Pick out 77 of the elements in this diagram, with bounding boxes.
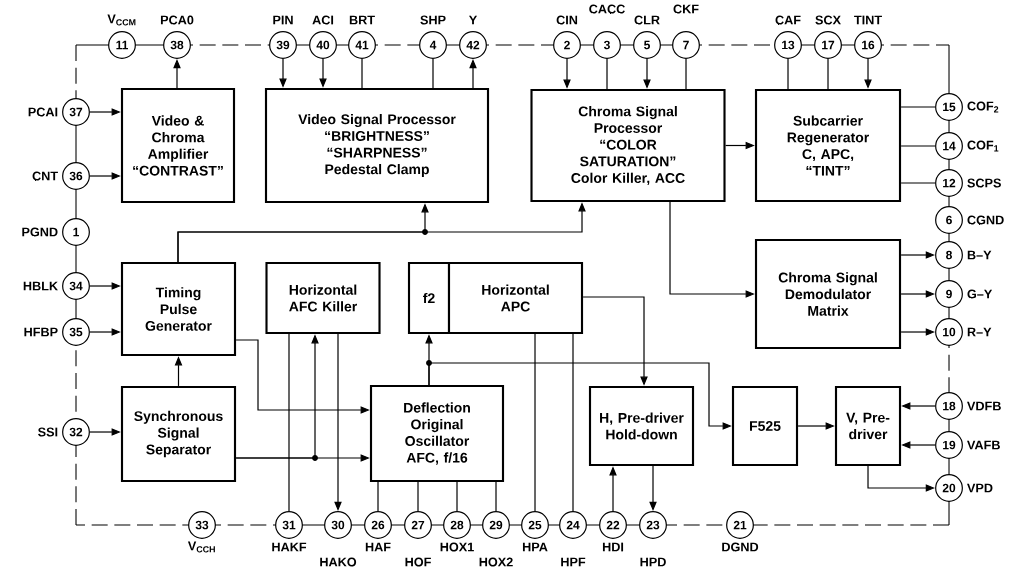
block-box: H, Pre-driver Hold-down	[588, 385, 695, 467]
pin-label: R–Y	[967, 327, 992, 337]
pin-label: HAF	[365, 542, 391, 552]
pin-label: HOX1	[440, 542, 474, 552]
block-box: Synchronous Signal Separator	[120, 385, 237, 483]
pin-label: HOX2	[479, 557, 513, 567]
pin-label: BRT	[349, 15, 375, 25]
block-box: Chroma Signal Demodulator Matrix	[754, 238, 902, 350]
connector-line	[417, 481, 419, 512]
pin-label: HAKO	[320, 557, 357, 567]
pin-label: CIN	[556, 15, 578, 25]
pin-label: SCX	[815, 15, 841, 25]
connector-line	[827, 58, 829, 90]
connector-line	[900, 290, 935, 298]
pin-label: HPF	[561, 557, 586, 567]
connector-line	[685, 58, 687, 90]
pin-label: DGND	[722, 542, 759, 552]
connector-line	[900, 145, 936, 147]
pin-label: COF$_{2}$	[967, 101, 999, 113]
connector-line	[456, 481, 458, 512]
connector-line	[900, 182, 936, 184]
pin-label: V$_{CCH}$	[187, 541, 215, 553]
connector-line	[377, 481, 379, 512]
pin-label: ACI	[312, 15, 334, 25]
pin-label: PCA0	[160, 15, 194, 25]
pin-label: V$_{CCM}$	[107, 14, 136, 26]
connector-line	[900, 328, 935, 336]
block-box: Timing Pulse Generator	[120, 261, 237, 357]
pin-label: HFBP	[24, 327, 58, 337]
pin-label: HAKF	[272, 542, 307, 552]
connector-line	[361, 58, 363, 89]
pin-label: COF$_{1}$	[967, 140, 999, 152]
block-box: Video & Chroma Amplifier “CONTRAST”	[120, 87, 236, 204]
connector-line	[334, 333, 342, 511]
pin-label: PGND	[22, 227, 58, 237]
pin-label: B–Y	[967, 250, 992, 260]
block-box: Video Signal Processor “BRIGHTNESS” “SHARPNESS” Pedestal Clamp	[264, 87, 490, 204]
pin-label: CGND	[967, 215, 1004, 225]
pin-label: G–Y	[967, 289, 993, 299]
pin-label: Y	[469, 15, 477, 25]
connector-line	[606, 58, 608, 90]
connector-line	[900, 106, 936, 108]
pin-label: CACC	[589, 4, 625, 14]
block-box: Deflection Original Oscillator AFC, f/16	[369, 384, 505, 483]
block-box: f2	[407, 261, 451, 335]
pin-label: VAFB	[967, 440, 1000, 450]
pin-label: HDI	[602, 542, 624, 552]
pin-label: HOF	[405, 557, 431, 567]
pin-label: CAF	[775, 15, 801, 25]
block-box: Subcarrier Regenerator C, APC, “TINT”	[754, 88, 902, 203]
connector-line	[288, 333, 290, 512]
pin-label: HPD	[640, 557, 666, 567]
connector-line	[432, 58, 434, 89]
pin-label: HPA	[522, 542, 548, 552]
pin-label: CLR	[634, 15, 660, 25]
connector-line	[787, 58, 789, 90]
pin-label: TINT	[854, 15, 882, 25]
pin-label: VDFB	[967, 401, 1001, 411]
pin-label: CKF	[673, 4, 699, 14]
pin-label: HBLK	[23, 281, 58, 291]
pin-label: CNT	[32, 171, 58, 181]
pin-label: VPD	[967, 483, 993, 493]
pin-label: SHP	[420, 15, 446, 25]
connector-line	[649, 465, 657, 511]
connector-line	[867, 465, 935, 492]
block-box: V, Pre-driver	[834, 385, 902, 467]
connector-line	[495, 481, 497, 512]
pin-label: SCPS	[967, 178, 1001, 188]
pin-label: PIN	[273, 15, 293, 25]
pin-label: PCAI	[28, 107, 58, 117]
block-box: Chroma Signal Processor “COLOR SATURATION” Color Killer, ACC	[530, 88, 726, 203]
block-box: F525	[731, 385, 799, 467]
connector-line	[900, 251, 935, 259]
connector-line	[534, 333, 536, 512]
connector-line	[572, 333, 574, 512]
block-box: Horizontal AFC Killer	[265, 261, 381, 335]
pin-label: SSI	[38, 427, 58, 437]
